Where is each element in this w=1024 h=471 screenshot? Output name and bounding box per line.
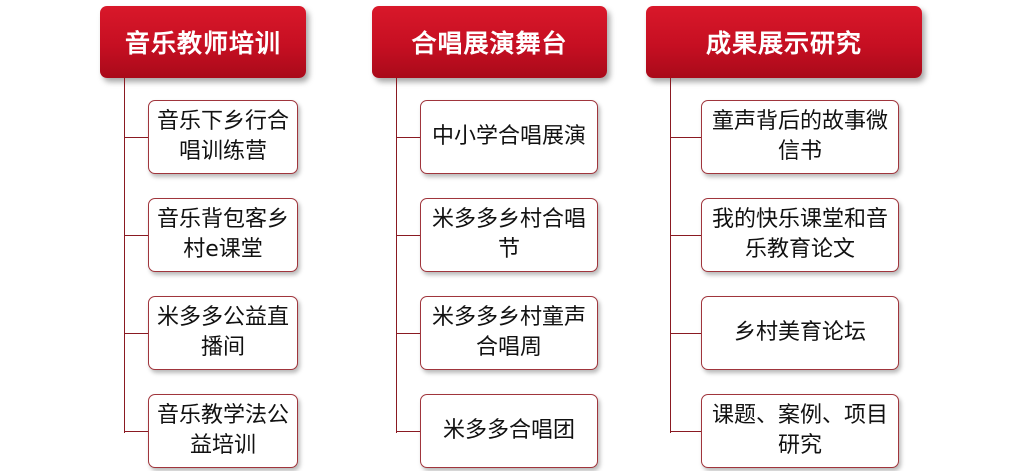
connector-spine <box>670 78 671 433</box>
connector-branch <box>124 431 148 432</box>
connector-branch <box>124 333 148 334</box>
program-box: 我的快乐课堂和音乐教育论文 <box>701 198 899 272</box>
program-box: 米多多乡村合唱节 <box>420 198 598 272</box>
connector-branch <box>124 235 148 236</box>
program-box: 童声背后的故事微信书 <box>701 100 899 174</box>
connector-branch <box>396 431 420 432</box>
program-box: 课题、案例、项目研究 <box>701 394 899 468</box>
connector-spine <box>396 78 397 433</box>
program-box: 米多多公益直播间 <box>148 296 298 370</box>
column-header: 合唱展演舞台 <box>372 6 607 78</box>
connector-branch <box>396 137 420 138</box>
program-box: 中小学合唱展演 <box>420 100 598 174</box>
column-header: 音乐教师培训 <box>100 6 306 78</box>
program-box: 音乐下乡行合唱训练营 <box>148 100 298 174</box>
connector-branch <box>670 431 701 432</box>
connector-branch <box>670 333 701 334</box>
column-header: 成果展示研究 <box>646 6 922 78</box>
program-box: 音乐背包客乡村e课堂 <box>148 198 298 272</box>
column-teacher-training: 音乐教师培训 音乐下乡行合唱训练营 音乐背包客乡村e课堂 米多多公益直播间 音乐… <box>100 0 370 471</box>
program-box: 米多多合唱团 <box>420 394 598 468</box>
column-results-research: 成果展示研究 童声背后的故事微信书 我的快乐课堂和音乐教育论文 乡村美育论坛 课… <box>646 0 922 471</box>
connector-branch <box>670 235 701 236</box>
column-choir-stage: 合唱展演舞台 中小学合唱展演 米多多乡村合唱节 米多多乡村童声合唱周 米多多合唱… <box>372 0 642 471</box>
connector-branch <box>124 137 148 138</box>
connector-branch <box>670 137 701 138</box>
connector-branch <box>396 235 420 236</box>
program-box: 米多多乡村童声合唱周 <box>420 296 598 370</box>
connector-branch <box>396 333 420 334</box>
connector-spine <box>124 78 125 433</box>
program-box: 音乐教学法公益培训 <box>148 394 298 468</box>
program-box: 乡村美育论坛 <box>701 296 899 370</box>
